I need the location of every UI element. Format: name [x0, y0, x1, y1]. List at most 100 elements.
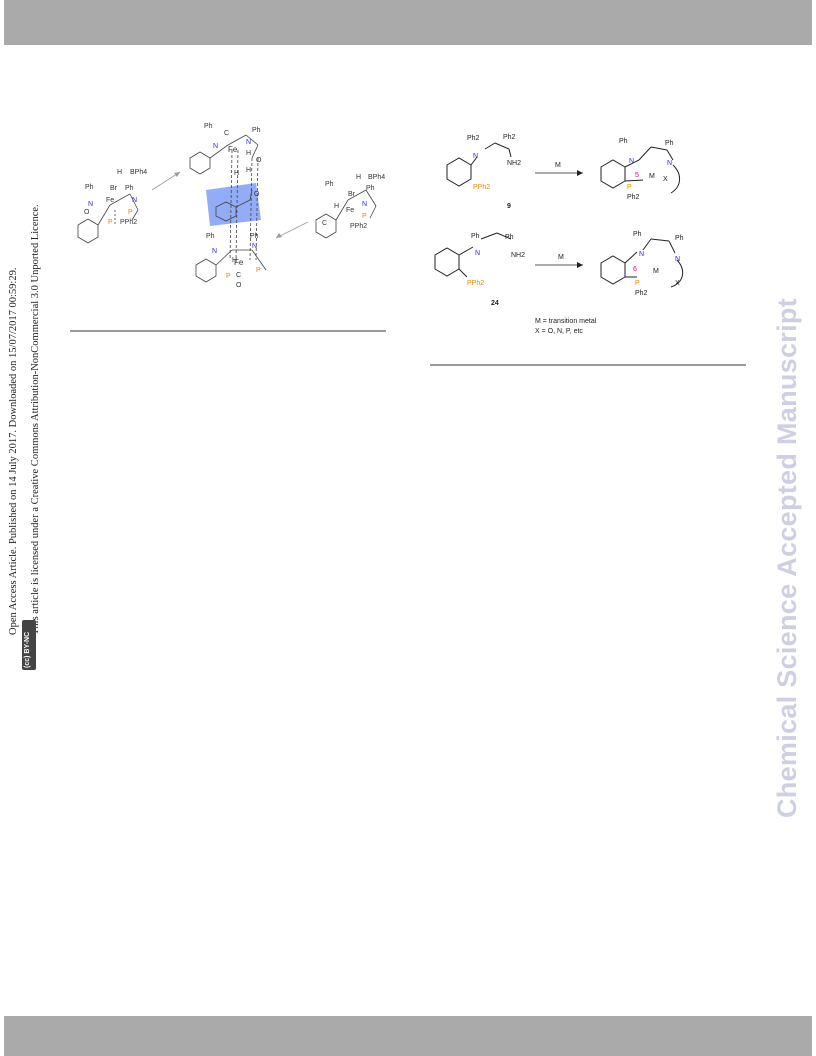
side-note-line-2[interactable]: This article is licensed under a Creativ…: [30, 204, 41, 635]
compound-9: [446, 142, 512, 187]
label-fe-t: Fe: [228, 145, 238, 154]
label-pph2-9: PPh2: [473, 184, 490, 191]
label-n-b2: N: [212, 248, 217, 255]
complex-right: [315, 189, 377, 239]
arrow-right: [275, 221, 309, 239]
figure-left-rule: [70, 330, 386, 332]
label-ph-l: Ph: [85, 184, 94, 191]
label-bph4-r: BPh4: [368, 174, 385, 181]
label-p-b: P: [226, 273, 231, 280]
ring-label-6: 6: [633, 266, 637, 273]
cc-license-badge[interactable]: (cc) BY-NC: [22, 620, 36, 670]
label-nh2-24: NH2: [511, 252, 525, 259]
legend-line-2: X = O, N, P, etc: [535, 328, 583, 335]
label-h-t3: H: [246, 167, 251, 174]
label-n-r: N: [362, 201, 367, 208]
complex-top: [189, 134, 267, 283]
label-nh2-9: NH2: [507, 160, 521, 167]
label-p-l2: P: [108, 219, 113, 226]
label-x-pt: X: [663, 176, 668, 183]
label-ph-pt2: Ph: [665, 140, 674, 147]
arrowhead-bottom: [577, 262, 583, 268]
label-pph2-l: PPh2: [120, 219, 137, 226]
figure-left-scheme: Ph H BPh4 Ph N Br Fe N O P P PPh2: [70, 110, 390, 300]
arrowhead-top: [577, 170, 583, 176]
label-n-t: N: [246, 139, 251, 146]
arrowhead-left: [174, 172, 180, 177]
label-p-l: P: [128, 209, 133, 216]
arrow-label-bottom: M: [558, 254, 564, 261]
label-n-pb: N: [639, 251, 644, 258]
ring-label-5: 5: [635, 172, 639, 179]
label-p-pb: P: [635, 280, 640, 287]
label-pph2-r: PPh2: [350, 223, 367, 230]
label-c-r: C: [322, 220, 327, 227]
side-note-line-1: Open Access Article. Published on 14 Jul…: [8, 267, 19, 635]
compound-label-24: 24: [491, 300, 499, 307]
label-n-pt2: N: [667, 160, 672, 167]
arrow-label-top: M: [555, 162, 561, 169]
label-n-24: N: [475, 250, 480, 257]
label-ph-pb: Ph: [633, 231, 642, 238]
label-c-b: C: [236, 272, 241, 279]
label-ph2-pt: Ph2: [627, 194, 640, 201]
figure-right-scheme: Ph2 Ph2 N NH2 PPh2 9 M Ph Ph N N 5 M P X…: [425, 125, 755, 340]
label-o-mid: O: [254, 191, 260, 198]
label-n-9: N: [473, 153, 478, 160]
compound-label-9: 9: [507, 203, 511, 210]
label-bph4-l: BPh4: [130, 169, 147, 176]
label-n-b: N: [252, 243, 257, 250]
label-m-pb: M: [653, 268, 659, 275]
label-ph-t2: Ph: [252, 127, 261, 134]
label-h-b: H: [232, 257, 237, 264]
label-br-l: Br: [110, 185, 118, 192]
label-ph-24b: Ph: [505, 234, 514, 241]
label-ph-24: Ph: [471, 233, 480, 240]
label-ph-b2: Ph: [250, 233, 259, 240]
label-n-l: N: [88, 201, 93, 208]
label-fe-b: Fe: [234, 258, 244, 267]
legend-line-1: M = transition metal: [535, 318, 597, 325]
label-ph-9: Ph2: [467, 135, 480, 142]
watermark-text: Chemical Science Accepted Manuscript: [772, 298, 802, 818]
label-h-r2: H: [334, 203, 339, 210]
figure-right-svg: Ph2 Ph2 N NH2 PPh2 9 M Ph Ph N N 5 M P X…: [434, 134, 684, 335]
label-n-pb2: N: [675, 256, 680, 263]
label-h-t: H: [246, 150, 251, 157]
label-ph-b: Ph: [206, 233, 215, 240]
label-m-pt: M: [649, 173, 655, 180]
label-h-r: H: [356, 174, 361, 181]
complex-left: [77, 193, 139, 244]
label-n-t2: N: [213, 143, 218, 150]
label-n-l2: N: [132, 197, 137, 204]
label-ph-r2: Ph: [366, 185, 375, 192]
label-h-t2: H: [234, 170, 239, 177]
highlight-box: [206, 183, 261, 226]
header-band: [4, 0, 812, 45]
label-fe-l: Fe: [106, 197, 114, 204]
figure-left-svg: Ph H BPh4 Ph N Br Fe N O P P PPh2: [77, 123, 385, 289]
label-br-r: Br: [348, 191, 356, 198]
label-ph-l2: Ph: [125, 185, 134, 192]
label-o-b: O: [236, 282, 242, 289]
label-fe-r: Fe: [346, 207, 354, 214]
label-p-b2: P: [256, 267, 261, 274]
label-ph-pt: Ph: [619, 138, 628, 145]
label-ph-pb2: Ph: [675, 235, 684, 242]
compound-24: [434, 232, 512, 278]
label-ph-9b: Ph2: [503, 134, 516, 141]
label-p-r: P: [362, 213, 367, 220]
label-n-pt: N: [629, 158, 634, 165]
label-ph2-pb: Ph2: [635, 290, 648, 297]
figure-right-rule: [430, 364, 746, 366]
product-bottom: [600, 238, 684, 288]
label-c-t: C: [224, 130, 229, 137]
arrowhead-right: [276, 233, 282, 238]
label-ph-t: Ph: [204, 123, 213, 130]
label-x-pb: X: [675, 280, 680, 287]
cc-badge-label: (cc) BY-NC: [24, 631, 31, 668]
label-o-l: O: [84, 209, 90, 216]
arrow-left: [151, 171, 181, 191]
journal-watermark: Chemical Science Accepted Manuscript: [770, 240, 810, 820]
label-h-l: H: [117, 169, 122, 176]
